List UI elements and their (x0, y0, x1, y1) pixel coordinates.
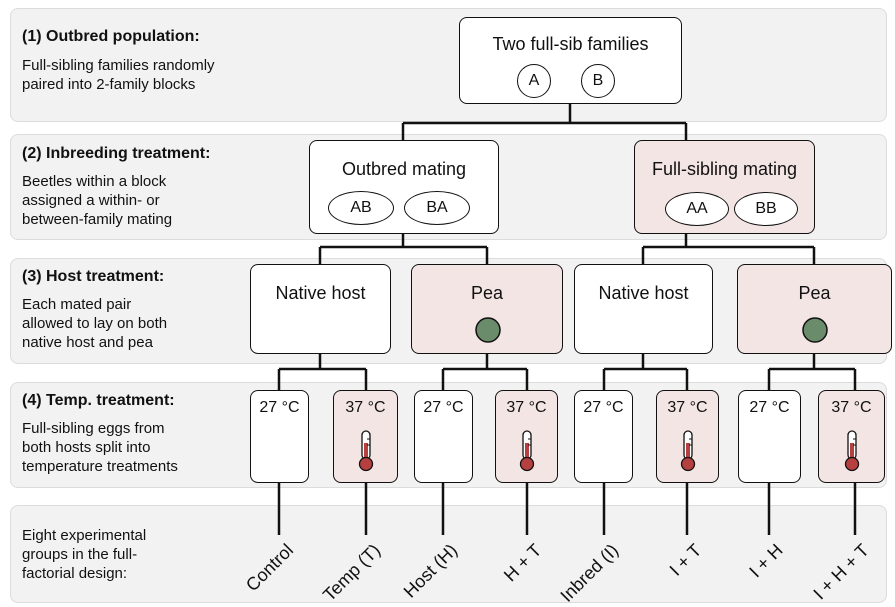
thermometer-icon (680, 430, 696, 472)
step1-desc: Full-sibling families randomly paired in… (22, 57, 215, 93)
band-groups (10, 505, 887, 603)
band-step1 (10, 8, 887, 122)
step3-desc: Each mated pair allowed to lay on both n… (22, 296, 168, 351)
thermometer-icon (844, 430, 860, 472)
temp-27-box-3: 27 °C (574, 390, 633, 483)
fullsib-mating-label: Full-sibling mating (651, 159, 798, 179)
pea-icon (802, 317, 828, 343)
fullsib-mating-box: Full-sibling mating AA BB (634, 140, 815, 234)
thermometer-icon (519, 430, 535, 472)
families-box-label: Two full-sib families (492, 34, 649, 54)
temp-37-label: 37 °C (345, 399, 386, 416)
temp-27-box-4: 27 °C (738, 390, 801, 483)
families-box: Two full-sib families A B (459, 17, 682, 104)
temp-27-label: 27 °C (423, 399, 464, 416)
temp-37-box-1: 37 °C (333, 390, 398, 483)
step3-title: (3) Host treatment: (22, 268, 165, 285)
step2-desc: Beetles within a block assigned a within… (22, 173, 173, 228)
native-host-box-1: Native host (250, 264, 391, 354)
native-host-label-1: Native host (275, 283, 366, 303)
outbred-mating-label: Outbred mating (341, 159, 467, 179)
native-host-label-2: Native host (598, 283, 689, 303)
step2-title: (2) Inbreeding treatment: (22, 145, 211, 162)
pea-box-1: Pea (411, 264, 563, 354)
pair-bb: BB (734, 192, 798, 226)
pair-ba: BA (404, 191, 470, 225)
pea-icon (475, 317, 501, 343)
pea-box-2: Pea (737, 264, 892, 354)
native-host-box-2: Native host (574, 264, 713, 354)
groups-desc: Eight experimental groups in the full- f… (22, 527, 147, 582)
pea-label-1: Pea (470, 283, 504, 303)
temp-27-label: 27 °C (259, 399, 300, 416)
pair-ab: AB (328, 191, 394, 225)
step1-title: (1) Outbred population: (22, 28, 200, 45)
step4-title: (4) Temp. treatment: (22, 392, 175, 409)
temp-27-box-1: 27 °C (250, 390, 309, 483)
pea-label-2: Pea (798, 283, 831, 303)
temp-37-box-4: 37 °C (818, 390, 885, 483)
temp-27-label: 27 °C (749, 399, 790, 416)
temp-37-box-3: 37 °C (656, 390, 719, 483)
temp-37-box-2: 37 °C (495, 390, 558, 483)
thermometer-icon (358, 430, 374, 472)
step4-desc: Full-sibling eggs from both hosts split … (22, 420, 178, 475)
temp-37-label: 37 °C (831, 399, 872, 416)
temp-27-box-2: 27 °C (414, 390, 473, 483)
temp-37-label: 37 °C (506, 399, 547, 416)
pair-aa: AA (665, 192, 729, 226)
family-a: A (517, 64, 551, 98)
temp-27-label: 27 °C (583, 399, 624, 416)
temp-37-label: 37 °C (667, 399, 708, 416)
outbred-mating-box: Outbred mating AB BA (309, 140, 499, 234)
family-b: B (581, 64, 615, 98)
